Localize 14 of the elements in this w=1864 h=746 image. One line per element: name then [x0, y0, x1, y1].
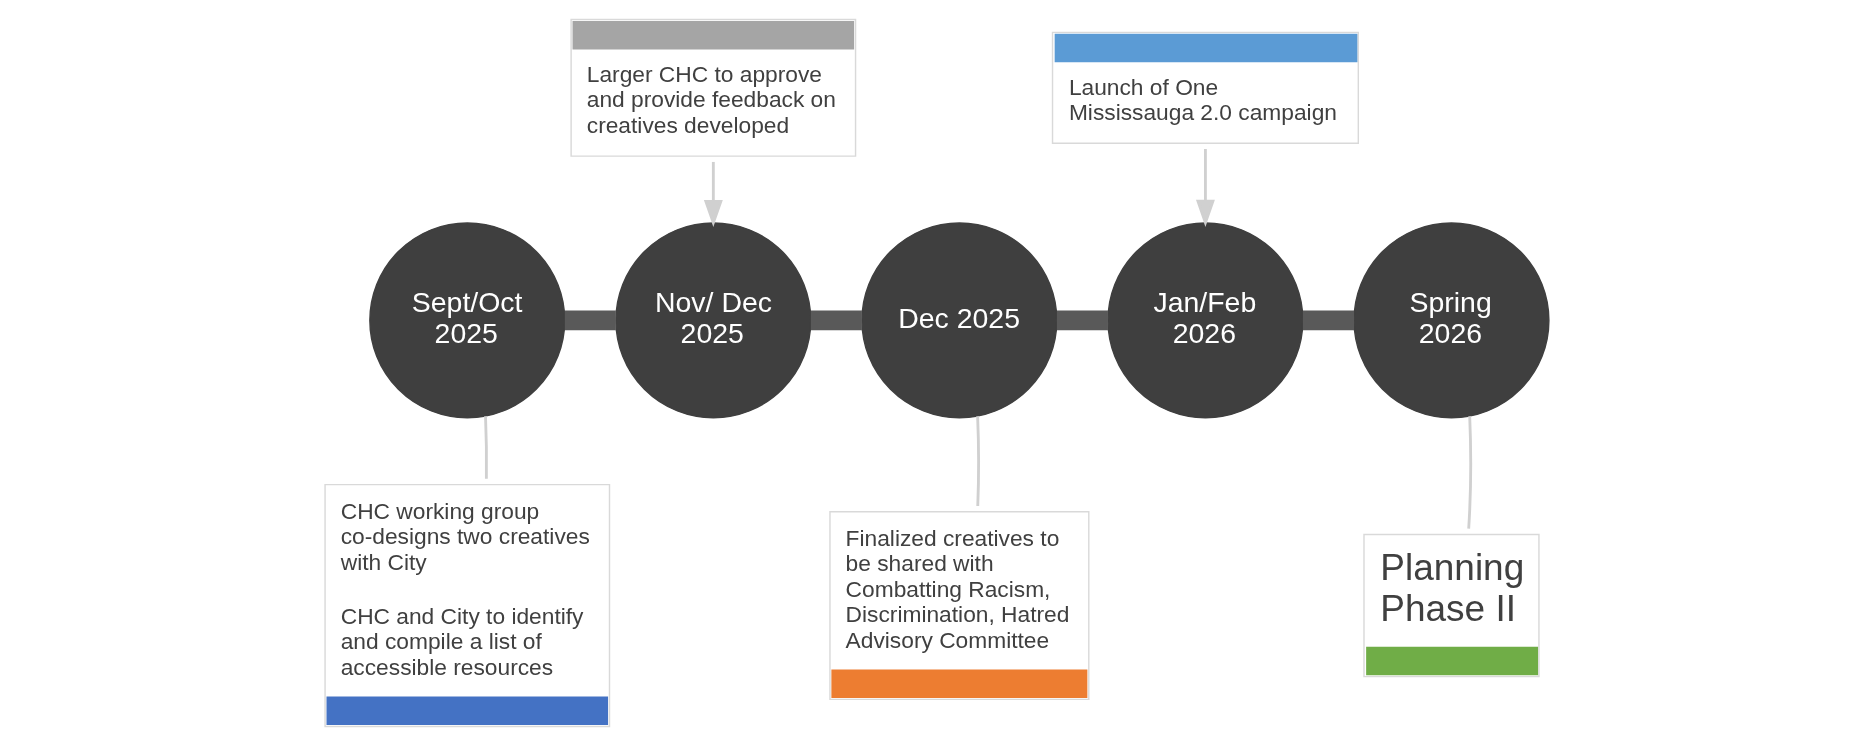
node-circle: Sept/Oct 2025 — [369, 222, 566, 419]
arrow — [703, 161, 723, 228]
connector — [1467, 416, 1473, 529]
node-circle: Dec 2025 — [861, 222, 1058, 419]
node-circle: Spring 2026 — [1353, 222, 1550, 419]
connector — [484, 416, 488, 479]
connector — [976, 416, 980, 506]
connector — [564, 310, 616, 331]
arrow — [1195, 149, 1215, 227]
connector — [810, 310, 862, 331]
node-circle: Nov/ Dec 2025 — [615, 222, 812, 419]
connector — [1302, 310, 1354, 331]
node-circle: Jan/Feb 2026 — [1107, 222, 1304, 419]
connector — [1056, 310, 1108, 331]
